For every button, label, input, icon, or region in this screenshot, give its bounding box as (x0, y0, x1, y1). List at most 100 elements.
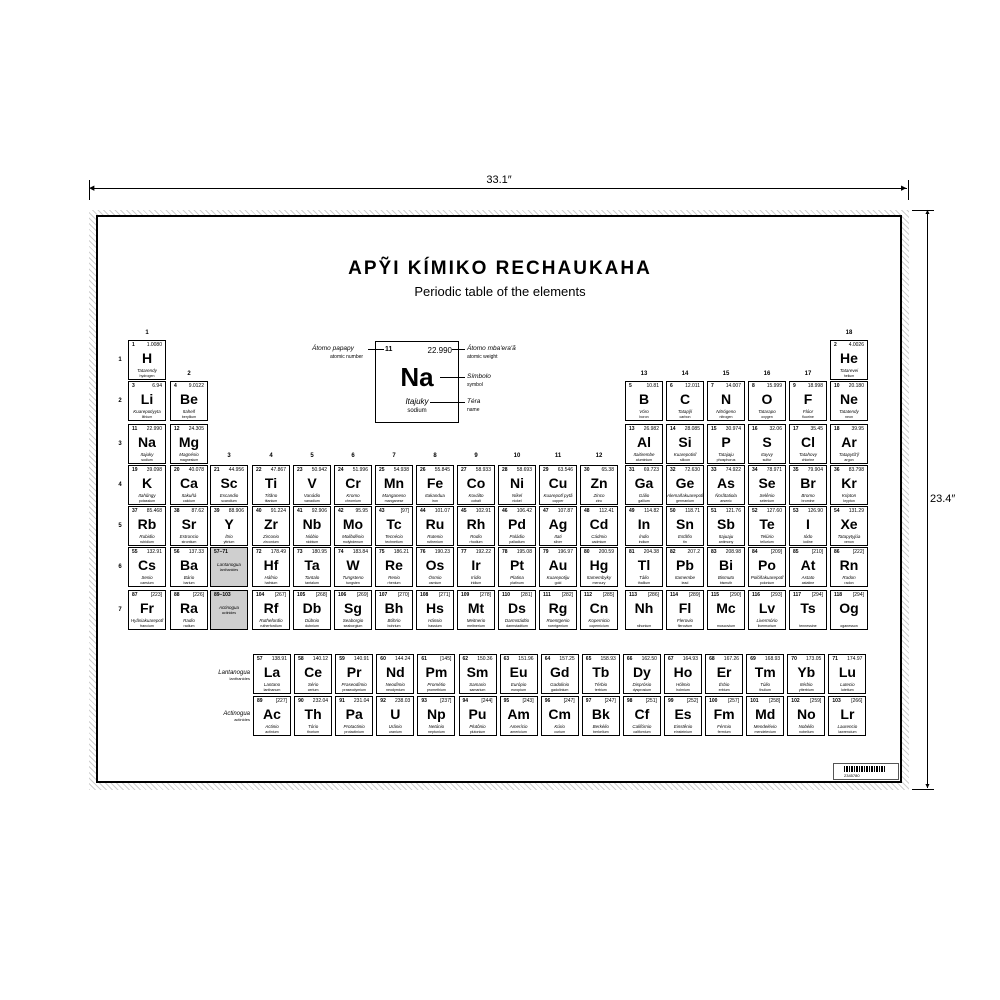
element-cell-lanthanum[interactable]: 57138.91LaLantanolanthanum (253, 654, 291, 694)
element-cell-seaborgium[interactable]: 106[269]SgSeaborgioseaborgium (334, 590, 372, 630)
element-cell-neodymium[interactable]: 60144.24NdNeodímioneodymium (376, 654, 415, 694)
element-cell-niobium[interactable]: 4192.906NbNióbioniobium (293, 506, 331, 546)
element-cell-actinium[interactable]: 89[227]AcActinioactinium (253, 696, 291, 736)
element-cell-calcium[interactable]: 2040.078CaItakuñácalcium (170, 465, 208, 505)
element-cell-einsteinium[interactable]: 99[252]EsEinstênioeinsteinium (664, 696, 702, 736)
element-cell-bromine[interactable]: 3579.904BrBromobromine (789, 465, 827, 505)
element-cell-thallium[interactable]: 81204.38TlTáliothallium (625, 547, 663, 587)
placeholder-cell-lanthanides[interactable]: 57–71Lantanogualanthanides (210, 547, 248, 587)
element-cell-aluminium[interactable]: 1326.982AlItaitirembealuminium (625, 424, 663, 464)
element-cell-nobelium[interactable]: 102[259]NoNobélionobelium (787, 696, 826, 736)
element-cell-astatine[interactable]: 85[210]AtAstatoastatine (789, 547, 827, 587)
element-cell-gold[interactable]: 79196.97AuKuarepotijugold (539, 547, 577, 587)
element-cell-bohrium[interactable]: 107[270]BhBóhriobohrium (375, 590, 413, 630)
element-cell-rutherfordium[interactable]: 104[267]RfRuthefordiorutherfordium (252, 590, 290, 630)
element-cell-fluorine[interactable]: 918.998FFlúorfluorine (789, 381, 827, 421)
element-cell-mendelevium[interactable]: 101[258]MdMendeléviomendelevium (746, 696, 785, 736)
element-cell-darmstadtium[interactable]: 110[281]DsDarmstádtiodarmstadtium (498, 590, 536, 630)
element-cell-caesium[interactable]: 55132.91CsSesiocaesium (128, 547, 166, 587)
element-cell-indium[interactable]: 49114.82InÍndioindium (625, 506, 663, 546)
element-cell-tin[interactable]: 50118.71SnEstãñotin (666, 506, 704, 546)
element-cell-lithium[interactable]: 36.94LiKuarepotiyytalithium (128, 381, 166, 421)
element-cell-nickel[interactable]: 2858.693NiNíkelnickel (498, 465, 536, 505)
element-cell-neptunium[interactable]: 93[237]NpNetúnioneptunium (417, 696, 456, 736)
element-cell-phosphorus[interactable]: 1530.974PTatajajuphosphorus (707, 424, 745, 464)
element-cell-xenon[interactable]: 54131.29XeTatapytyjúaxenon (830, 506, 868, 546)
element-cell-rhodium[interactable]: 45102.91RhRodiorhodium (457, 506, 495, 546)
element-cell-silicon[interactable]: 1428.085SiKuarepotisĩsilicon (666, 424, 704, 464)
element-cell-dysprosium[interactable]: 66162.50DyDisprósiodysprosium (622, 654, 661, 694)
element-cell-terbium[interactable]: 65158.93TbTérbioterbium (581, 654, 620, 694)
element-cell-sodium[interactable]: 1122.990NaItajukysodium (128, 424, 166, 464)
element-cell-gadolinium[interactable]: 64157.25GdGadoliniogadolinium (540, 654, 579, 694)
element-cell-cadmium[interactable]: 48112.41CdCádmiocadmium (580, 506, 618, 546)
element-cell-holmium[interactable]: 67164.93HoHólmioholmium (664, 654, 702, 694)
element-cell-uranium[interactable]: 92238.03UUrâniouranium (376, 696, 415, 736)
element-cell-hafnium[interactable]: 72178.49HfHáfniohafnium (252, 547, 290, 587)
element-cell-chlorine[interactable]: 1735.45ClTatahovychlorine (789, 424, 827, 464)
element-cell-erbium[interactable]: 68167.26ErÉrbioerbium (705, 654, 744, 694)
element-cell-technetium[interactable]: 43[97]TcTecnéciotechnetium (375, 506, 413, 546)
element-cell-vanadium[interactable]: 2350.942VVanádiovanadium (293, 465, 331, 505)
element-cell-tellurium[interactable]: 52127.60TeTelúriotellurium (748, 506, 786, 546)
element-cell-strontium[interactable]: 3887.62SrEstronciostrontium (170, 506, 208, 546)
element-cell-samarium[interactable]: 62150.36SmSamariosamarium (458, 654, 497, 694)
element-cell-livermorium[interactable]: 116[293]LvLivermóriolivermorium (748, 590, 786, 630)
element-cell-europium[interactable]: 63151.96EuEurópioeuropium (499, 654, 538, 694)
element-cell-germanium[interactable]: 3272.630GeAlemañakuarepotĩgermanium (666, 465, 704, 505)
element-cell-arsenic[interactable]: 3374.922AsÑorãtatiolaarsenic (707, 465, 745, 505)
element-cell-hydrogen[interactable]: 11.0080HTatarendyhydrogen (128, 340, 166, 380)
element-cell-praseodymium[interactable]: 59140.91PrPraseodímiopraseodymium (335, 654, 374, 694)
element-cell-tantalum[interactable]: 73180.95TaTantalotantalum (293, 547, 331, 587)
element-cell-curium[interactable]: 96[247]CmKúriocurium (540, 696, 579, 736)
element-cell-boron[interactable]: 510.81BVóroboron (625, 381, 663, 421)
element-cell-tungsten[interactable]: 74183.84WTungstenotungsten (334, 547, 372, 587)
element-cell-argon[interactable]: 1839.95ArTatapytũ'ỹargon (830, 424, 868, 464)
element-cell-molybdenum[interactable]: 4295.95MoMolibdêniomolybdenum (334, 506, 372, 546)
element-cell-thorium[interactable]: 90232.04ThTóriothorium (294, 696, 333, 736)
element-cell-bismuth[interactable]: 83208.98BiBismutobismuth (707, 547, 745, 587)
element-cell-selenium[interactable]: 3478.971SeSelênioselenium (748, 465, 786, 505)
element-cell-berkelium[interactable]: 97[247]BkBerkélioberkelium (581, 696, 620, 736)
element-cell-helium[interactable]: 24.0026HeTatareveihelium (830, 340, 868, 380)
element-cell-rhenium[interactable]: 75186.21ReReniorhenium (375, 547, 413, 587)
element-cell-francium[interactable]: 87[223]FrHyãsiakuarepotĩfrancium (128, 590, 166, 630)
element-cell-tennessine[interactable]: 117[294]Tstennessine (789, 590, 827, 630)
element-cell-zinc[interactable]: 3065.38ZnZincozinc (580, 465, 618, 505)
element-cell-americium[interactable]: 95[243]AmAmerícioamericium (499, 696, 538, 736)
element-cell-iodine[interactable]: 53126.90IIódoiodine (789, 506, 827, 546)
element-cell-carbon[interactable]: 612.011CTatapỹicarbon (666, 381, 704, 421)
element-cell-nihonium[interactable]: 113[286]Nhnihonium (625, 590, 663, 630)
element-cell-mercury[interactable]: 80200.59HgItamembykymercury (580, 547, 618, 587)
element-cell-manganese[interactable]: 2554.938MnManganesomanganese (375, 465, 413, 505)
placeholder-cell-actinides[interactable]: 89–103Actinoguaactinides (210, 590, 248, 630)
element-cell-protactinium[interactable]: 91231.04PaProtactinioprotactinium (335, 696, 374, 736)
element-cell-roentgenium[interactable]: 111[282]RgRoentgenioroentgenium (539, 590, 577, 630)
element-cell-copper[interactable]: 2963.546CuKuarepotĩ pytãcopper (539, 465, 577, 505)
element-cell-iron[interactable]: 2655.845FeItakanduairon (416, 465, 454, 505)
element-cell-copernicium[interactable]: 112[285]CnKoperniciocopernicium (580, 590, 618, 630)
element-cell-polonium[interactable]: 84[209]PoPolóñakuarepotĩpolonium (748, 547, 786, 587)
element-cell-palladium[interactable]: 46106.42PdPaládiopalladium (498, 506, 536, 546)
element-cell-meitnerium[interactable]: 109[278]MtMeitneriomeitnerium (457, 590, 495, 630)
element-cell-flerovium[interactable]: 114[289]FlFlerovioflerovium (666, 590, 704, 630)
element-cell-lawrencium[interactable]: 103[266]LrLaurenciolawrencium (828, 696, 867, 736)
element-cell-thulium[interactable]: 69168.93TmTúliothulium (746, 654, 785, 694)
element-cell-promethium[interactable]: 61[145]PmPrométiopromethium (417, 654, 456, 694)
element-cell-rubidium[interactable]: 3785.468RbRubidiorubidium (128, 506, 166, 546)
element-cell-zirconium[interactable]: 4091.224ZrZirconiozirconium (252, 506, 290, 546)
element-cell-platinum[interactable]: 78195.08PtPlatinaplatinum (498, 547, 536, 587)
element-cell-cerium[interactable]: 58140.12CeSériocerium (294, 654, 333, 694)
element-cell-californium[interactable]: 98[251]CfCalifórniocalifornium (622, 696, 661, 736)
element-cell-beryllium[interactable]: 49.0122BeItaheñberyllium (170, 381, 208, 421)
element-cell-potassium[interactable]: 1939.098KItahũngypotassium (128, 465, 166, 505)
element-cell-hassium[interactable]: 108[271]HsHássiohassium (416, 590, 454, 630)
element-cell-fermium[interactable]: 100[257]FmFérmiofermium (705, 696, 744, 736)
element-cell-radon[interactable]: 86[222]RnRadonradon (830, 547, 868, 587)
element-cell-plutonium[interactable]: 94[244]PuPlutônioplutonium (458, 696, 497, 736)
element-cell-gallium[interactable]: 3169.723GaGáliogallium (625, 465, 663, 505)
element-cell-scandium[interactable]: 2144.956ScEscandioscandium (210, 465, 248, 505)
element-cell-moscovium[interactable]: 115[290]Mcmoscovium (707, 590, 745, 630)
element-cell-ruthenium[interactable]: 44101.07RuRutenioruthenium (416, 506, 454, 546)
element-cell-dubnium[interactable]: 105[268]DbDúbniodubnium (293, 590, 331, 630)
